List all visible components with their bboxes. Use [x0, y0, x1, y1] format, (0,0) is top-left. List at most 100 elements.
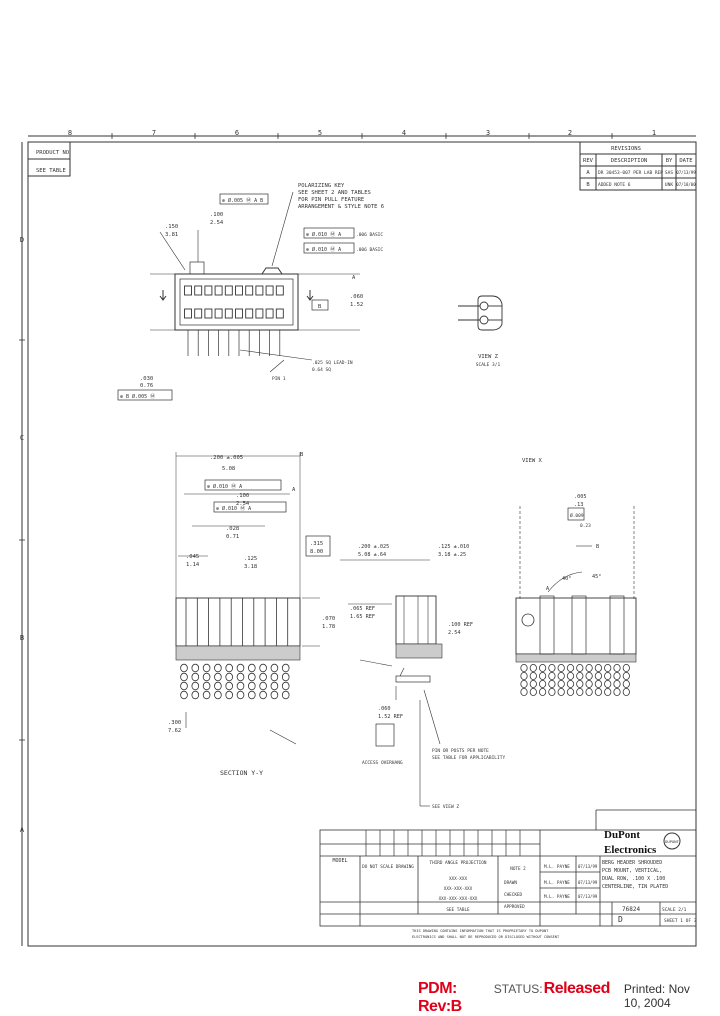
see-table-label: SEE TABLE: [36, 168, 66, 174]
section-pin-tail: [259, 690, 267, 700]
view-x-pin-tail: [613, 664, 621, 673]
view-x-pin-tail: [557, 672, 565, 681]
pin-pad: [214, 285, 223, 296]
section-pin-tail: [236, 690, 245, 700]
view-x-pin-tail: [604, 672, 612, 681]
section-fcf-2: ⊕ Ø.010 Ⓜ A: [216, 505, 251, 512]
rev-a-date: 07/13/99: [676, 170, 696, 175]
view-x-pin-tail: [594, 672, 603, 681]
section-pin-tail: [225, 681, 234, 691]
mid-dim-508: 5.08 ±.64: [358, 552, 386, 558]
rev-a-letter: A: [586, 170, 590, 176]
pdm-revision: PDM: Rev:B: [418, 980, 462, 1015]
pin-pad: [275, 285, 284, 296]
view-x-pin-tail: [585, 680, 593, 689]
pin-pad: [245, 285, 254, 296]
zone-label-5: 5: [318, 129, 322, 137]
zone-label-2: 2: [568, 129, 572, 137]
pin-note: PIN OR POSTS PER NOTE: [432, 748, 489, 754]
mid-dim-060: .060: [378, 706, 391, 712]
dwg-number: 76824: [622, 906, 640, 913]
access-overhang: ACCESS OVERHANG: [362, 760, 403, 766]
view-z-label: VIEW Z: [478, 354, 499, 360]
polarizing-note-2: SEE SHEET 2 AND TABLES: [298, 190, 371, 196]
view-x-pin-tail: [594, 688, 603, 697]
rev-b-date: 07/18/00: [676, 182, 696, 187]
section-pin-tail: [236, 681, 245, 691]
fcf-b: ⊕ Ø.010 Ⓜ A: [306, 246, 341, 253]
section-pin-tail: [180, 681, 188, 691]
section-pin-tail: [191, 690, 200, 700]
view-x-pin-tail: [538, 672, 547, 681]
pin-pad: [224, 285, 233, 296]
drawn-by: M.L. PAYNE: [544, 864, 570, 870]
zone-label-4: 4: [402, 129, 406, 137]
section-pin-tail: [202, 681, 211, 691]
view-x-dim-009: Ø.009: [570, 512, 584, 519]
zone-label-7: 7: [152, 129, 156, 137]
section-dim-315: .315: [310, 541, 323, 547]
description-col-header: DESCRIPTION: [611, 158, 647, 164]
view-x-pin-tail: [622, 680, 630, 689]
see-view-z: SEE VIEW Z: [432, 804, 459, 810]
checked-by: M.L. PAYNE: [544, 880, 570, 886]
section-pin-tail: [281, 690, 290, 700]
polarizing-note-1: POLARIZING KEY: [298, 183, 345, 189]
sheet-number: SHEET 1 OF 3: [664, 918, 697, 924]
pin-pad: [275, 308, 284, 319]
view-x-pin-tail: [594, 664, 603, 673]
section-pin-tail: [270, 663, 279, 673]
section-pin-tail: [281, 681, 290, 691]
pin-pad: [265, 285, 274, 296]
lead-in-mm: 0.64 SQ: [312, 367, 331, 373]
basic-dim-1: .006 BASIC: [356, 232, 383, 238]
view-x-pin-tail: [538, 688, 547, 697]
fcf-a: ⊕ Ø.010 Ⓜ A: [306, 231, 341, 238]
model-label: MODEL: [332, 858, 347, 864]
side-section: [340, 559, 443, 807]
view-x-pin-tail: [576, 664, 584, 673]
view-x-pin-tail: [538, 680, 547, 689]
view-x-pin-tail: [604, 688, 612, 697]
mid-dim-065: .065 REF: [350, 606, 375, 612]
view-x-pin-tail: [622, 672, 630, 681]
datum-b-top: B: [318, 304, 322, 310]
section-pin-tail: [191, 681, 200, 691]
mid-dim-165: 1.65 REF: [350, 614, 375, 620]
view-x-datum-b: B: [596, 544, 599, 550]
view-x-pin-tail: [585, 688, 593, 697]
by-col-header: BY: [666, 158, 673, 164]
section-dim-200: .200 ±.005: [210, 455, 243, 461]
view-x-pin-tail: [622, 688, 630, 697]
dim-150: .150: [165, 224, 178, 230]
pin-pad: [245, 308, 254, 319]
view-x-pin-tail: [585, 672, 593, 681]
proprietary-note-1: THIS DRAWING CONTAINS INFORMATION THAT I…: [412, 929, 549, 933]
polarizing-note-3: FOR PIN PULL FEATURE: [298, 197, 364, 203]
section-pin-tail: [214, 663, 222, 673]
dim-060: .060: [350, 294, 363, 300]
product-no-label: PRODUCT NO: [36, 150, 69, 156]
dim-100: .100: [210, 212, 223, 218]
drawn-date: 07/13/99: [578, 864, 598, 869]
section-pin-tail: [225, 663, 234, 673]
section-pin-tail: [270, 672, 279, 682]
view-x-datum-a: A: [546, 586, 550, 592]
view-x-pin-tail: [576, 680, 584, 689]
mid-dim-100ref: .100 REF: [448, 622, 473, 628]
section-pin-tail: [202, 672, 211, 682]
view-x-angle-40: 40°: [562, 576, 571, 582]
view-x-pin-tail: [594, 680, 603, 689]
dim-a-top: A: [352, 275, 356, 281]
view-x-label: VIEW X: [522, 458, 543, 464]
section-dim-070: .070: [322, 616, 335, 622]
section-pin-tail: [281, 663, 290, 673]
section-pin-tail: [214, 690, 222, 700]
dim-bottom-1: .030: [140, 376, 153, 382]
view-x-pin-tail: [566, 672, 575, 681]
pdm-footer: PDM: Rev:B STATUS: Released Printed: Nov…: [418, 980, 708, 1015]
section-title: SECTION Y-Y: [220, 769, 263, 777]
view-x-pin-tail: [538, 664, 547, 673]
zone-label-6: 6: [235, 129, 239, 137]
section-pin-tail: [214, 681, 222, 691]
